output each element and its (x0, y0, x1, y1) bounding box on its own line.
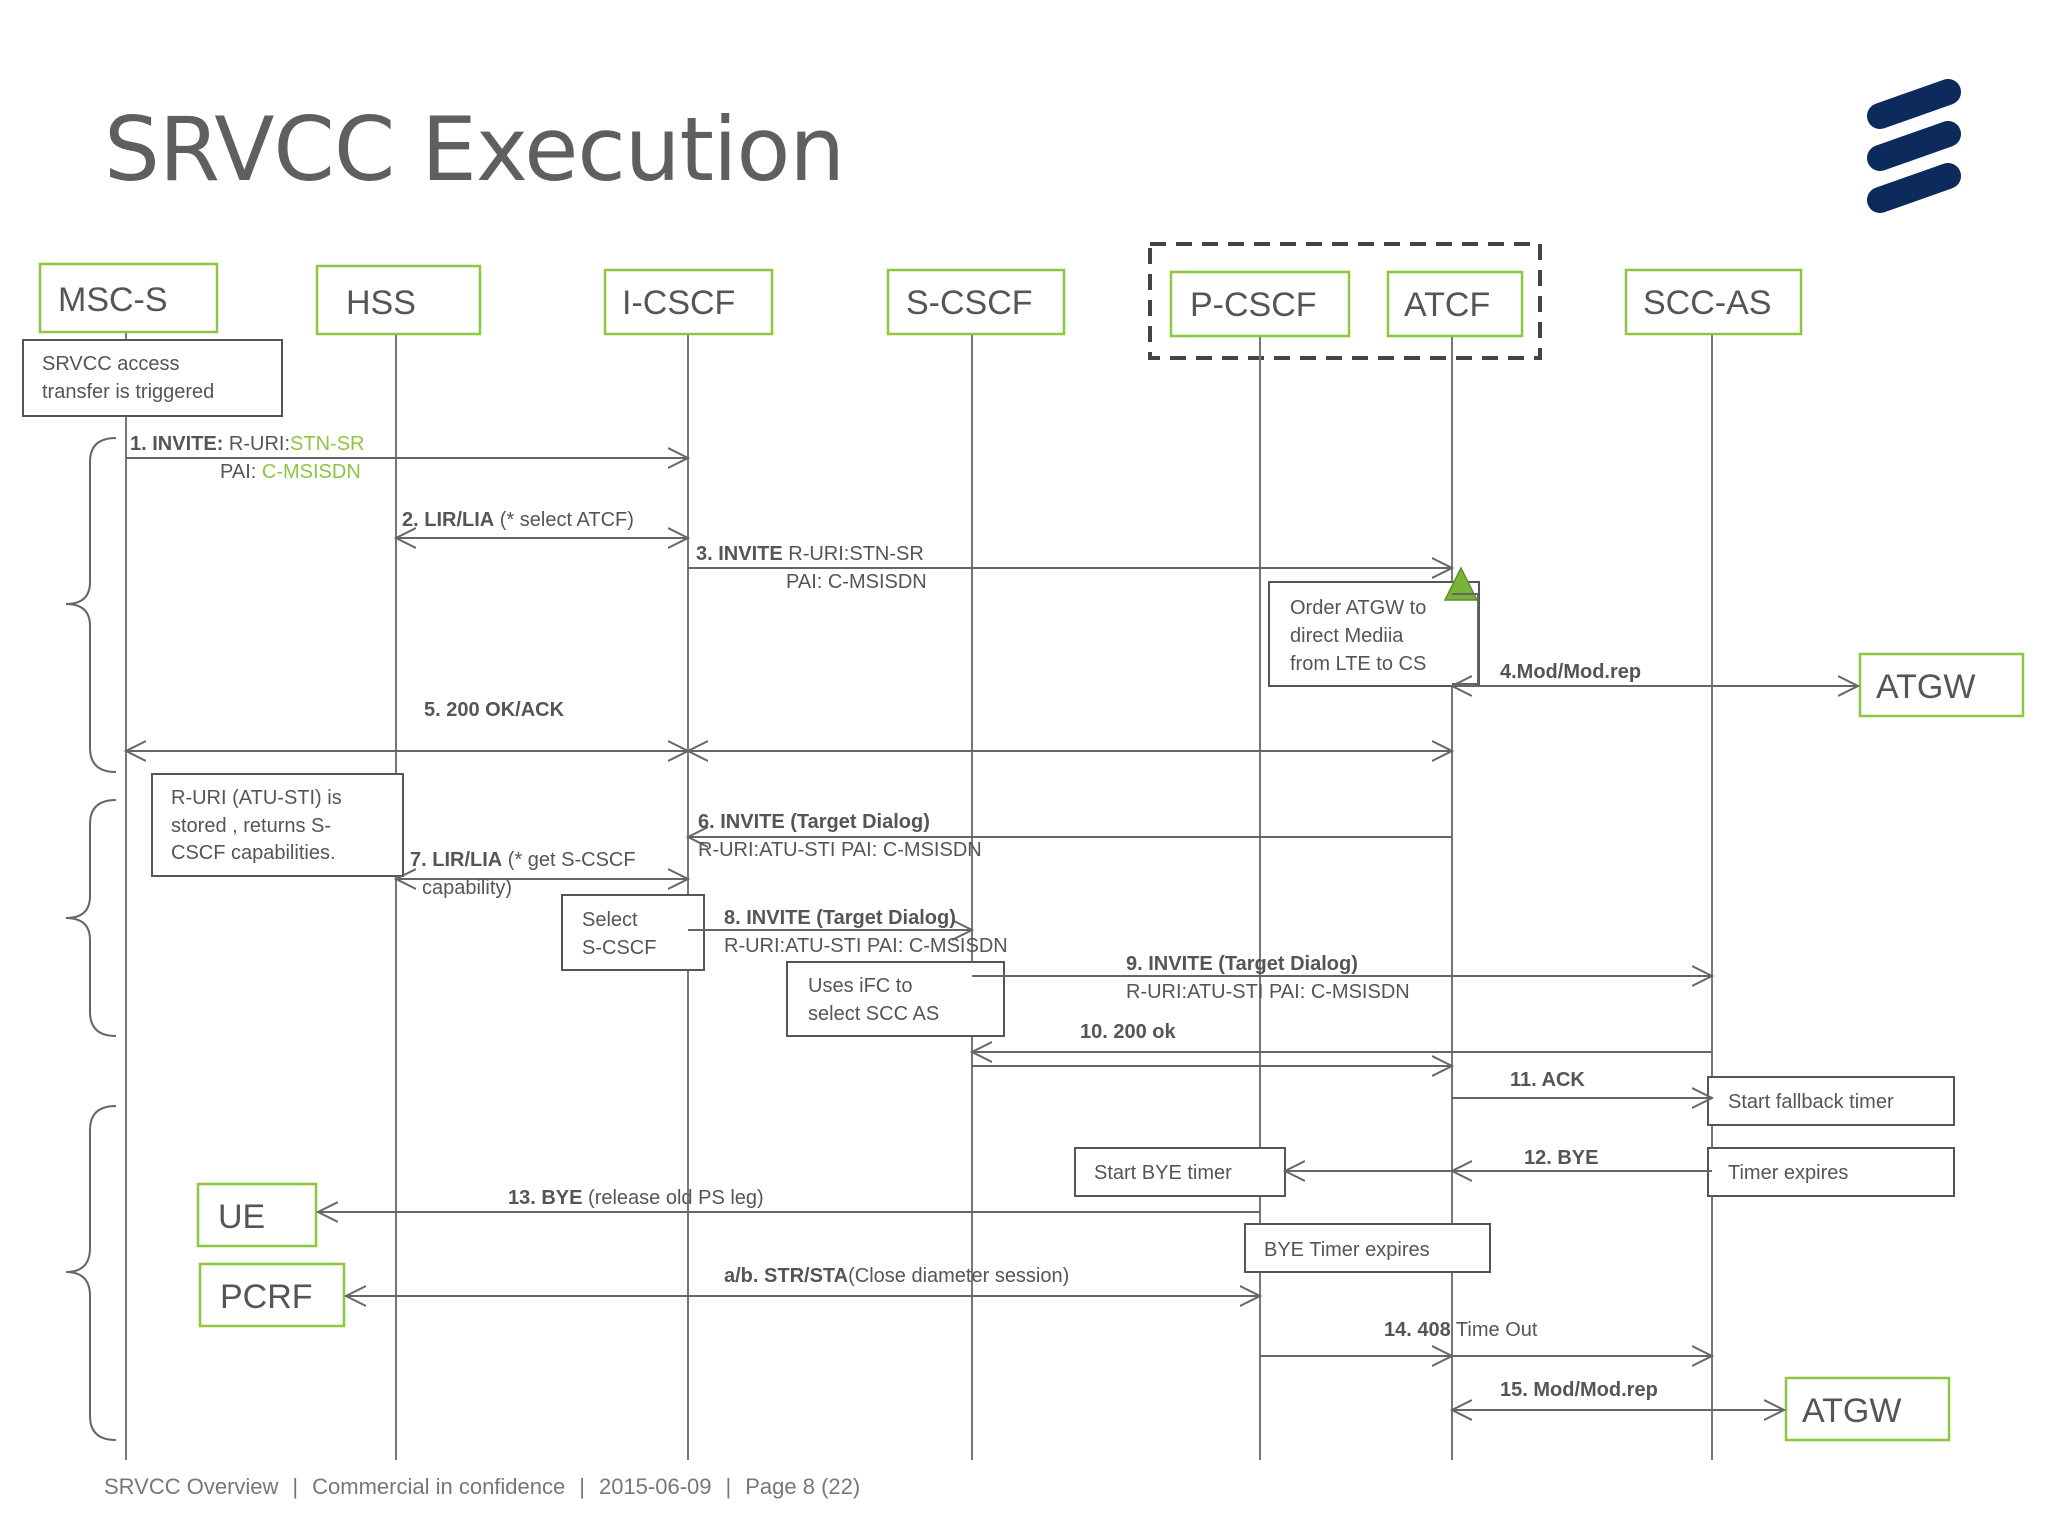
label-msg-13: 13. BYE (release old PS leg) (508, 1187, 764, 1209)
footer-doc: SRVCC Overview (104, 1474, 279, 1499)
entity-s-cscf-label: S-CSCF (906, 284, 1033, 322)
note-r-uri-line-1: R-URI (ATU-STI) is (171, 787, 342, 809)
slide-title: SRVCC Execution (104, 98, 845, 201)
entity-atgw-2-label: ATGW (1802, 1392, 1901, 1430)
note-timer-expires-box (1707, 1147, 1955, 1197)
note-start-fallback-text: Start fallback timer (1728, 1091, 1894, 1113)
note-uses-ifc-line-2: select SCC AS (808, 1003, 939, 1025)
label-msg-8-line-2: R-URI:ATU-STI PAI: C-MSISDN (724, 935, 1008, 957)
lifelines (125, 332, 1713, 1460)
entity-scc-as-label: SCC-AS (1643, 284, 1771, 322)
slide-footer: SRVCC Overview|Commercial in confidence|… (104, 1474, 861, 1499)
entity-atgw-1-label: ATGW (1876, 668, 1975, 706)
note-order-atgw-box (1268, 581, 1480, 687)
label-msg-7: 7. LIR/LIA (* get S-CSCF (410, 849, 636, 871)
label-msg-3-line-2: PAI: C-MSISDN (786, 571, 927, 593)
note-srvcc-triggered-box (22, 339, 283, 417)
footer-page: Page 8 (22) (745, 1474, 861, 1499)
atgw-trigger-triangle-icon (1443, 566, 1479, 601)
note-order-atgw-line-3: from LTE to CS (1290, 653, 1426, 675)
label-msg-10: 10. 200 ok (1080, 1021, 1177, 1043)
entity-hss-box (315, 264, 482, 336)
label-msg-2: 2. LIR/LIA (* select ATCF) (402, 509, 634, 531)
note-order-atgw-line-2: direct Mediia (1290, 625, 1404, 647)
entity-i-cscf-label: I-CSCF (622, 284, 735, 322)
entity-p-cscf-box (1169, 270, 1351, 338)
note-start-fallback-box (1707, 1076, 1955, 1126)
footer-date: 2015-06-09 (598, 1474, 712, 1499)
entity-p-cscf-label: P-CSCF (1190, 286, 1317, 324)
entity-pcrf-box (198, 1262, 346, 1328)
phase-brace-2 (65, 799, 117, 1037)
note-select-line-1: Select (582, 909, 638, 931)
note-srvcc-line-1: SRVCC access (42, 353, 179, 375)
note-start-bye-text: Start BYE timer (1094, 1162, 1232, 1184)
note-r-uri-line-2: stored , returns S- (171, 815, 331, 837)
entity-atgw-2-box (1784, 1376, 1951, 1442)
label-msg-15: 15. Mod/Mod.rep (1500, 1379, 1658, 1401)
label-msg-12: 12. BYE (1524, 1147, 1598, 1169)
phase-brace-1 (65, 437, 117, 773)
note-order-atgw-line-1: Order ATGW to (1290, 597, 1426, 619)
entity-hss-label: HSS (346, 284, 416, 322)
phase-braces (65, 437, 117, 1441)
note-bye-timer-expires-text: BYE Timer expires (1264, 1239, 1430, 1261)
label-msg-6-line-2: R-URI:ATU-STI PAI: C-MSISDN (698, 839, 982, 861)
entity-ue-label: UE (218, 1198, 265, 1236)
entity-i-cscf-box (603, 268, 774, 336)
label-msg-14: 14. 408 Time Out (1384, 1319, 1538, 1341)
label-msg-9: 9. INVITE (Target Dialog) (1126, 953, 1358, 975)
label-msg-1-line-2: PAI: C-MSISDN (220, 461, 361, 483)
note-r-uri-line-3: CSCF capabilities. (171, 842, 336, 864)
note-r-uri-stored-box (151, 773, 404, 877)
note-timer-expires-text: Timer expires (1728, 1162, 1848, 1184)
label-msg-7-line-2: capability) (422, 877, 512, 899)
note-select-scscf-box (561, 894, 705, 971)
entity-s-cscf-box (886, 268, 1066, 336)
label-msg-4: 4.Mod/Mod.rep (1500, 661, 1641, 683)
entity-atgw-1-box (1858, 652, 2025, 718)
label-msg-ab: a/b. STR/STA(Close diameter session) (724, 1265, 1069, 1287)
atcf-group-frame (1148, 242, 1542, 360)
note-srvcc-line-2: transfer is triggered (42, 381, 214, 403)
label-msg-6: 6. INVITE (Target Dialog) (698, 811, 930, 833)
entity-msc-s-label: MSC-S (58, 281, 168, 319)
entity-atcf-label: ATCF (1404, 286, 1490, 324)
footer-classification: Commercial in confidence (312, 1474, 566, 1499)
note-start-bye-box (1074, 1147, 1286, 1197)
phase-brace-3 (65, 1105, 117, 1441)
entity-scc-as-box (1624, 268, 1803, 336)
note-select-line-2: S-CSCF (582, 937, 656, 959)
label-msg-3: 3. INVITE R-URI:STN-SR (696, 543, 924, 565)
label-msg-9-line-2: R-URI:ATU-STI PAI: C-MSISDN (1126, 981, 1410, 1003)
label-msg-11: 11. ACK (1510, 1069, 1585, 1091)
label-msg-1: 1. INVITE: R-URI:STN-SR (130, 433, 364, 455)
note-uses-ifc-line-1: Uses iFC to (808, 975, 912, 997)
entity-pcrf-label: PCRF (220, 1278, 313, 1316)
label-msg-8: 8. INVITE (Target Dialog) (724, 907, 956, 929)
note-bye-timer-expires-box (1244, 1223, 1491, 1273)
ericsson-logo-icon (1867, 79, 1961, 213)
entity-atcf-box (1386, 270, 1524, 338)
entity-msc-s-box (38, 262, 219, 334)
note-uses-ifc-box (786, 961, 1005, 1037)
label-msg-5: 5. 200 OK/ACK (424, 699, 565, 721)
